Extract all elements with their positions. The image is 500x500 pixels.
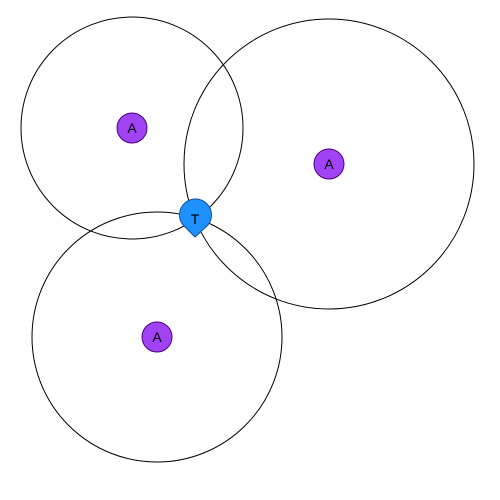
anchor-node[interactable]: A [116, 112, 148, 144]
range-circle-anchor-1 [20, 16, 244, 240]
tag-label: T [191, 211, 200, 227]
map-pin-icon [179, 198, 212, 238]
anchor-label: A [127, 120, 137, 136]
anchor-marker [116, 112, 148, 144]
anchor-label: A [152, 329, 162, 345]
anchor-marker [141, 321, 173, 353]
anchor-node[interactable]: A [313, 148, 345, 180]
anchor-node[interactable]: A [141, 321, 173, 353]
tag-node[interactable]: T [179, 198, 212, 238]
range-circle-anchor-3 [31, 211, 283, 463]
range-circle-anchor-2 [183, 18, 475, 310]
anchor-label: A [324, 156, 334, 172]
anchor-marker [313, 148, 345, 180]
